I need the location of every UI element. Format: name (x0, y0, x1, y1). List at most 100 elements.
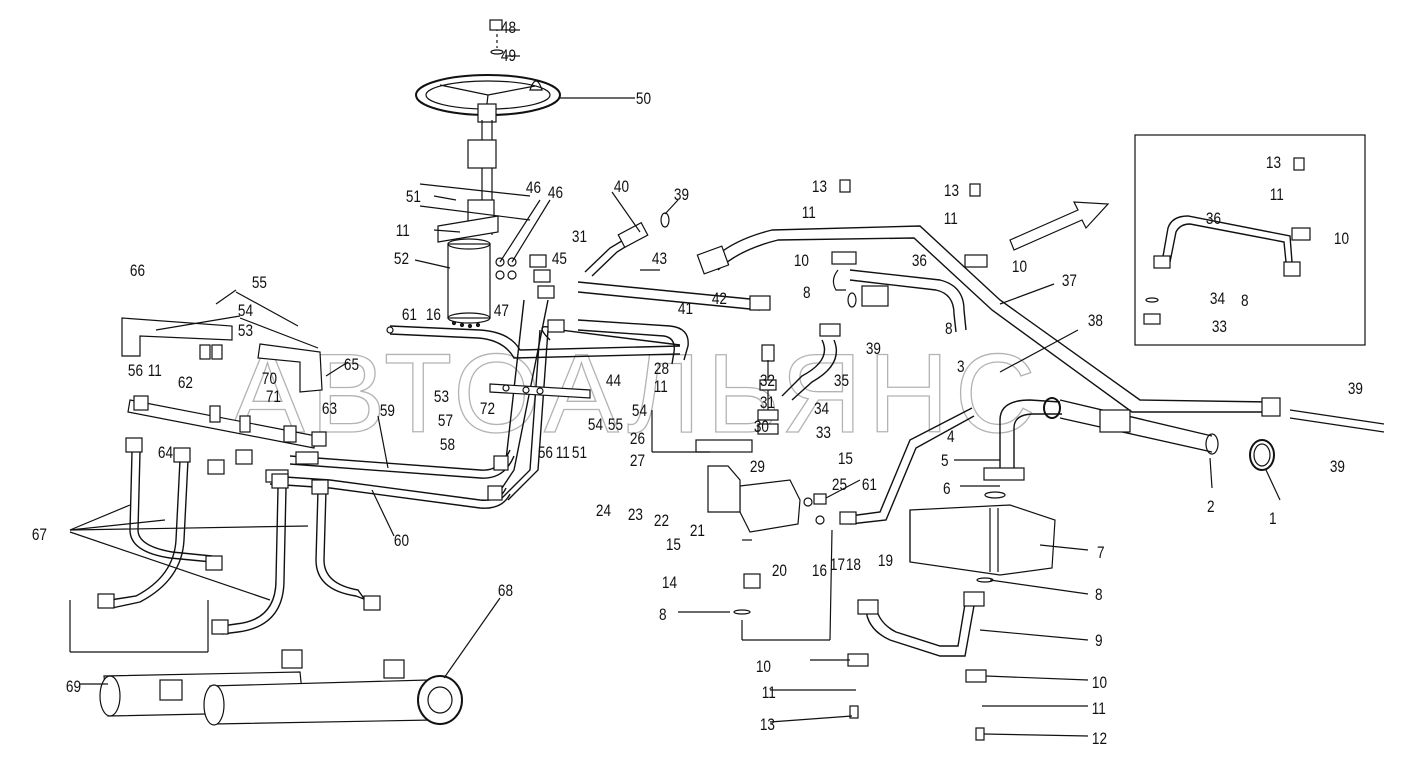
callout-label: 51 (572, 444, 587, 463)
inset-detail (1134, 134, 1366, 346)
valve-20-21 (695, 439, 857, 533)
callout-label: 38 (1088, 312, 1103, 331)
callout-label: 55 (252, 274, 267, 293)
callout-label: 63 (322, 400, 337, 419)
callout-label: 61 (862, 476, 877, 495)
callout-label: 60 (394, 532, 409, 551)
callout-label: 68 (498, 582, 513, 601)
callout-label: 36 (912, 252, 927, 271)
callout-label: 16 (426, 306, 441, 325)
callout-label: 54 (632, 402, 648, 421)
callout-label: 8 (659, 606, 667, 625)
callout-label: 11 (944, 210, 958, 229)
hose-19 (849, 407, 975, 525)
hose-41-42 (493, 299, 689, 501)
callout-label: 33 (816, 424, 831, 443)
callout-label: 34 (814, 400, 830, 419)
callout-label: 39 (866, 340, 881, 359)
elbow-pipe-5 (983, 397, 1062, 481)
hydraulic-tank-7 (909, 491, 1056, 576)
callout-label: 72 (480, 400, 495, 419)
callout-label: 10 (1334, 230, 1349, 249)
callout-label: 26 (630, 430, 645, 449)
steering-valve-bar (127, 395, 327, 475)
hose-36 (831, 251, 988, 333)
callout-label: 11 (556, 444, 570, 463)
callout-label: 10 (756, 658, 771, 677)
callout-label: 11 (148, 362, 162, 381)
callout-label: 65 (344, 356, 359, 375)
callout-label: 14 (662, 574, 678, 593)
callout-label: 34 (1210, 290, 1226, 309)
callout-label: 54 (588, 416, 604, 435)
callout-label: 66 (130, 262, 145, 281)
callout-label: 8 (1095, 586, 1103, 605)
callout-label: 25 (832, 476, 847, 495)
callout-label: 48 (501, 19, 516, 38)
callout-label: 1 (1269, 510, 1277, 529)
callout-label: 13 (760, 716, 775, 735)
callout-label: 10 (1012, 258, 1027, 277)
callout-label: 39 (1348, 380, 1363, 399)
callout-label: 11 (396, 222, 410, 241)
callout-label: 40 (614, 178, 629, 197)
hardware-bolts (489, 19, 1305, 741)
callout-label: 69 (66, 678, 81, 697)
callout-label: 30 (754, 418, 769, 437)
callout-label: 17 (830, 556, 845, 575)
callout-label: 32 (760, 372, 775, 391)
callout-label: 15 (666, 536, 681, 555)
callout-label: 45 (552, 250, 567, 269)
callout-label: 53 (434, 388, 449, 407)
callout-label: 13 (1266, 154, 1281, 173)
callout-label: 31 (572, 228, 587, 247)
steering-wheel (415, 22, 561, 123)
callout-label: 13 (812, 178, 827, 197)
callout-label: 62 (178, 374, 193, 393)
callout-label: 8 (803, 284, 811, 303)
callout-label: 55 (608, 416, 623, 435)
leader-lines (69, 29, 1281, 737)
callout-label: 39 (674, 186, 689, 205)
callout-label: 11 (762, 684, 776, 703)
callout-label: 59 (380, 402, 395, 421)
callout-label: 49 (501, 47, 516, 66)
hoses-59-60 (265, 449, 515, 509)
callout-label: 37 (1062, 272, 1077, 291)
hoses-67 (97, 437, 381, 635)
callout-label: 35 (834, 372, 849, 391)
callout-label: 31 (760, 394, 775, 413)
line-62-65 (386, 325, 681, 359)
callout-label: 64 (158, 444, 174, 463)
bracket-66 (121, 317, 323, 393)
callout-label: 53 (238, 322, 253, 341)
callout-label: 58 (440, 436, 455, 455)
pipe-9 (857, 591, 985, 657)
callout-label: 70 (262, 370, 277, 389)
callout-label: 36 (1206, 210, 1221, 229)
callout-label: 11 (1092, 700, 1106, 719)
callout-label: 23 (628, 506, 643, 525)
hose-40 (584, 212, 670, 277)
callout-label: 8 (945, 320, 953, 339)
callout-label: 24 (596, 502, 612, 521)
callout-label: 47 (494, 302, 509, 321)
callout-label: 11 (654, 378, 668, 397)
callout-label: 52 (394, 250, 409, 269)
callout-label: 27 (630, 452, 645, 471)
callout-label: 41 (678, 300, 693, 319)
callout-label: 8 (1241, 292, 1249, 311)
callout-label: 43 (652, 250, 667, 269)
callout-label: 42 (712, 290, 727, 309)
callout-label: 54 (238, 302, 254, 321)
callout-label: 56 (538, 444, 553, 463)
plate-57 (489, 383, 591, 399)
callout-label: 11 (802, 204, 816, 223)
valve-block-32-35 (757, 323, 841, 435)
callout-label: 61 (402, 306, 417, 325)
callout-label: 10 (1092, 674, 1107, 693)
direction-arrow (1009, 201, 1110, 251)
fittings-47 (495, 254, 565, 333)
